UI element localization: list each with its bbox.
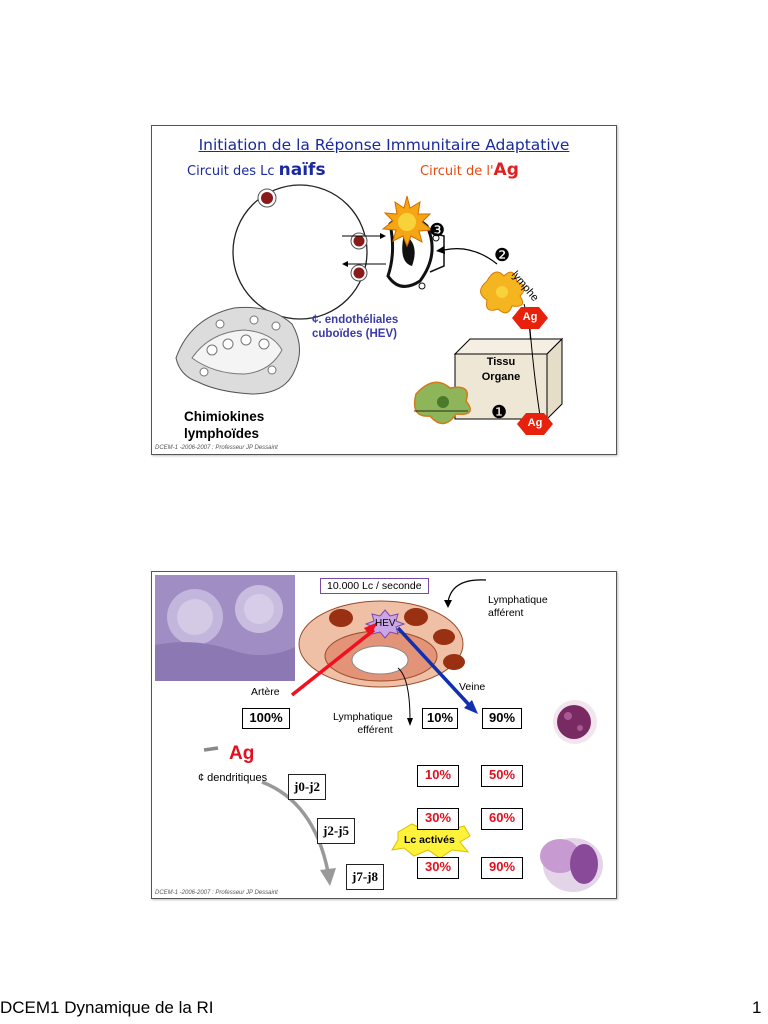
activated-lymphocytes-label: Lc activés [404, 834, 455, 846]
row3-percent-b: 90% [481, 857, 523, 879]
circuit-diagram [175, 184, 564, 435]
antigen-path-dash [203, 746, 219, 752]
tissue-dendritic-cell-icon [413, 381, 471, 425]
lymphocyte-icon [350, 232, 368, 250]
naive-circuit-heading: Circuit des Lc naïfs [187, 160, 326, 180]
follicle-icon [404, 608, 428, 626]
percent-100-box: 100% [242, 708, 290, 729]
lymphocyte-icon [350, 264, 368, 282]
calendar-icon-j2-j5: j2-j5 [317, 818, 355, 844]
antigen-hexagon-icon [512, 307, 548, 329]
arrow-head [444, 600, 452, 608]
afferent-line-1: Lymphatique [488, 594, 548, 606]
antigen-circuit-prefix: Circuit de l' [420, 164, 494, 179]
arrow-head [380, 233, 386, 239]
arrow-head [436, 246, 445, 254]
antigen-path-arc [261, 780, 330, 873]
lymph-vessel [529, 328, 541, 417]
row1-percent-a: 10% [417, 765, 459, 787]
percent-vein-box: 90% [482, 708, 522, 729]
slide-footer: DCEM-1 -2006-2007 : Professeur JP Dessai… [155, 445, 278, 451]
row2-percent-b: 60% [481, 808, 523, 830]
percent-efferent-box: 10% [422, 708, 458, 729]
follicle-icon [433, 629, 455, 645]
efferent-line-2: efférent [357, 724, 393, 736]
naive-circuit-prefix: Circuit des Lc [187, 164, 279, 179]
organ-label: Organe [481, 371, 521, 383]
dendritic-cell-icon [381, 195, 434, 248]
vein-label: Veine [459, 681, 486, 693]
arrow-head [407, 718, 413, 726]
activated-lymphocyte-image [540, 838, 603, 892]
page-number: 1 [752, 998, 762, 1017]
naive-lymphocyte-image [553, 700, 597, 744]
row3-percent-a: 30% [417, 857, 459, 879]
artery-label: Artère [251, 686, 280, 698]
afferent-line-2: afférent [488, 607, 524, 619]
antigen-label: Ag [229, 743, 255, 764]
tissue-organ-label: Tissu Organe [455, 355, 547, 385]
dendritic-cell-icon [480, 271, 525, 314]
histology-image [155, 575, 295, 681]
migration-arrow [443, 248, 498, 265]
naive-emphasis: naïfs [278, 160, 326, 180]
follicle-icon [329, 609, 353, 627]
slide-title: Initiation de la Réponse Immunitaire Ada… [198, 136, 570, 154]
hev-burst-icon [364, 609, 406, 639]
calendar-icon-j7-j8: j7-j8 [346, 864, 384, 890]
follicle-icon [443, 654, 465, 670]
slide-lymphocyte-recirculation: 10.000 Lc / seconde Lymphatique afférent [151, 571, 617, 899]
step-3-marker: ❸ [429, 220, 446, 240]
antigen-badge-label: Ag [527, 417, 543, 429]
lymphocyte-icon [257, 188, 277, 208]
tissue-label: Tissu [486, 356, 516, 368]
hev-tissue-illustration [175, 306, 300, 395]
efferent-line-1: Lymphatique [333, 711, 393, 723]
antigen-circuit-heading: Circuit de l'Ag [420, 160, 519, 180]
hev-label-line-1: ¢. endothéliales [312, 314, 399, 326]
row2-percent-a: 30% [417, 808, 459, 830]
lymph-node-diagram [203, 579, 603, 892]
vein-arrow [396, 626, 474, 710]
chemokines-line-1: Chimiokines [184, 409, 265, 424]
step-2-marker: ❷ [494, 245, 511, 265]
antigen-hexagon-icon [517, 413, 553, 435]
tissue-organ-box [453, 337, 564, 421]
slide-footer: DCEM-1 -2006-2007 : Professeur JP Dessai… [155, 890, 278, 896]
document-footer-title: DCEM1 Dynamique de la RI [0, 998, 214, 1017]
step-1-marker: ❶ [491, 402, 508, 422]
hev-label: ¢. endothéliales cuboïdes (HEV) [312, 313, 398, 341]
node-medulla [351, 645, 409, 675]
chemokines-line-2: lymphoïdes [184, 426, 260, 441]
artery-arrow [290, 628, 376, 697]
calendar-icon-j0-j2: j0-j2 [288, 774, 326, 800]
afferent-lymphatic-label: Lymphatique afférent [488, 594, 548, 620]
hev-label: HEV [375, 618, 396, 629]
chemokines-label: Chimiokines lymphoïdes [184, 408, 264, 442]
slide-adaptive-immune-initiation: Initiation de la Réponse Immunitaire Ada… [151, 125, 617, 455]
dendritic-cells-label: ¢ dendritiques [198, 772, 268, 784]
arrow-head [464, 700, 478, 714]
antigen-badge-label: Ag [522, 311, 538, 323]
afferent-arrow [447, 579, 487, 603]
circulation-loop [232, 184, 368, 320]
efferent-arrow [397, 667, 411, 721]
hev-label-line-2: cuboïdes (HEV) [312, 328, 397, 340]
lc-rate-box: 10.000 Lc / seconde [320, 578, 429, 594]
antigen-emphasis: Ag [493, 160, 519, 180]
efferent-lymphatic-label: Lymphatique efférent [333, 711, 393, 737]
arrow-head [364, 622, 378, 636]
arrow-head [342, 261, 348, 267]
arrow-head [320, 868, 336, 886]
row1-percent-b: 50% [481, 765, 523, 787]
